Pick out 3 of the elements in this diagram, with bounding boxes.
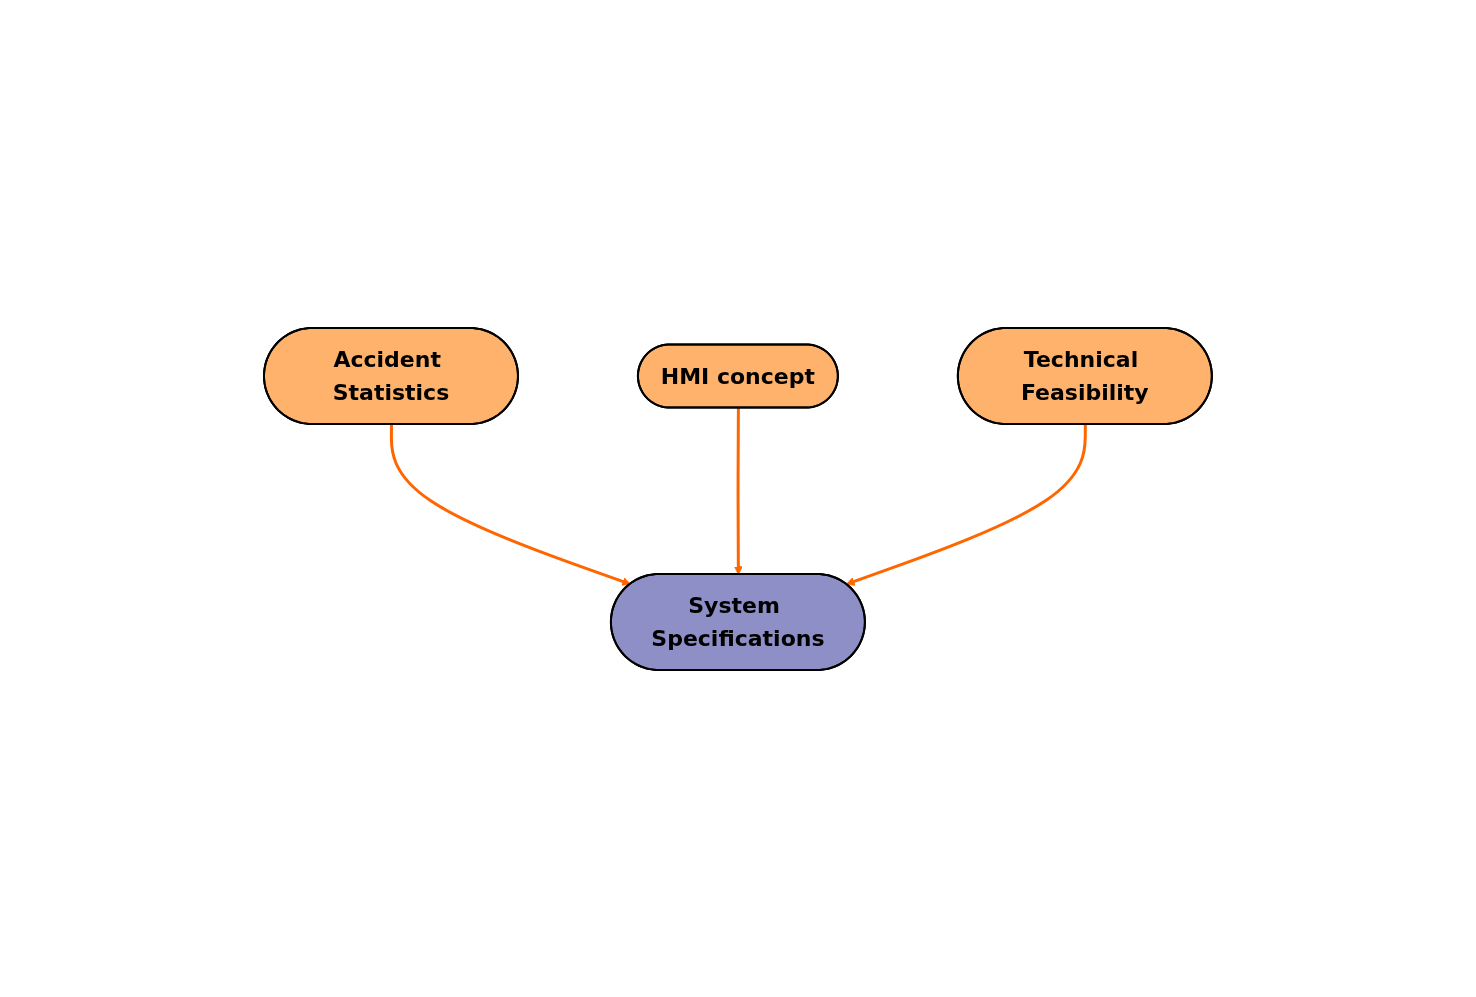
- arrow: [734, 407, 743, 575]
- arrow: [846, 424, 1087, 586]
- arrow: [390, 424, 631, 586]
